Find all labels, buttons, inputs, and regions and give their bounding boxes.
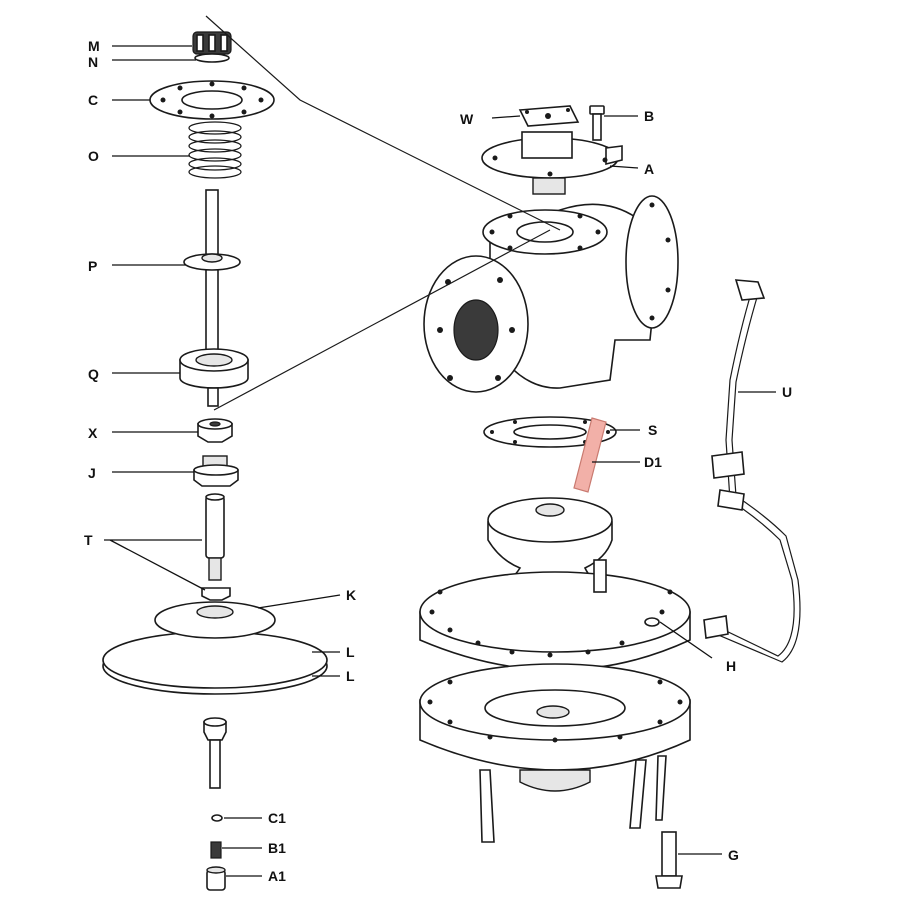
part-j-fitting <box>193 455 239 487</box>
label-k: K <box>346 587 356 603</box>
part-legs <box>479 755 667 843</box>
part-o-spring <box>188 121 242 179</box>
part-b-bolt <box>589 105 605 141</box>
label-s: S <box>648 422 657 438</box>
label-m: M <box>88 38 100 54</box>
label-t: T <box>84 532 93 548</box>
part-m-cap-nut <box>192 31 232 55</box>
label-l-lower: L <box>346 668 355 684</box>
label-p: P <box>88 258 97 274</box>
part-lower-housing <box>419 663 691 792</box>
part-c-gasket-plate <box>149 80 275 120</box>
part-w-flange <box>518 105 580 127</box>
part-b1-spring <box>210 841 222 859</box>
label-b: B <box>644 108 654 124</box>
part-n-washer <box>194 53 230 63</box>
leader-lines <box>104 45 776 877</box>
label-h: H <box>726 658 736 674</box>
part-bonnet <box>419 497 691 671</box>
part-c1-washer <box>211 814 223 822</box>
label-d1: D1 <box>644 454 662 470</box>
label-u: U <box>782 384 792 400</box>
label-w: W <box>460 111 474 127</box>
label-l-upper: L <box>346 644 355 660</box>
label-a: A <box>644 161 654 177</box>
label-g: G <box>728 847 739 863</box>
part-a1-cap <box>206 866 226 891</box>
part-x-nut <box>197 418 233 443</box>
part-d1-pin <box>573 417 607 493</box>
part-g-bolt <box>655 831 683 889</box>
label-o: O <box>88 148 99 164</box>
part-k-l-diaphragm <box>102 601 328 695</box>
label-c: C <box>88 92 98 108</box>
assembly-guideline <box>205 15 561 411</box>
part-q-guide <box>179 348 249 407</box>
part-lower-stem <box>203 717 227 789</box>
part-p-stem <box>183 189 241 361</box>
part-t-rod <box>201 493 231 601</box>
label-a1: A1 <box>268 868 286 884</box>
label-j: J <box>88 465 96 481</box>
label-c1: C1 <box>268 810 286 826</box>
label-b1: B1 <box>268 840 286 856</box>
label-n: N <box>88 54 98 70</box>
part-u-pilot-tubing <box>703 279 801 663</box>
part-a-top-cover <box>481 131 623 195</box>
label-x: X <box>88 425 98 441</box>
part-valve-body <box>423 195 679 393</box>
label-q: Q <box>88 366 99 382</box>
